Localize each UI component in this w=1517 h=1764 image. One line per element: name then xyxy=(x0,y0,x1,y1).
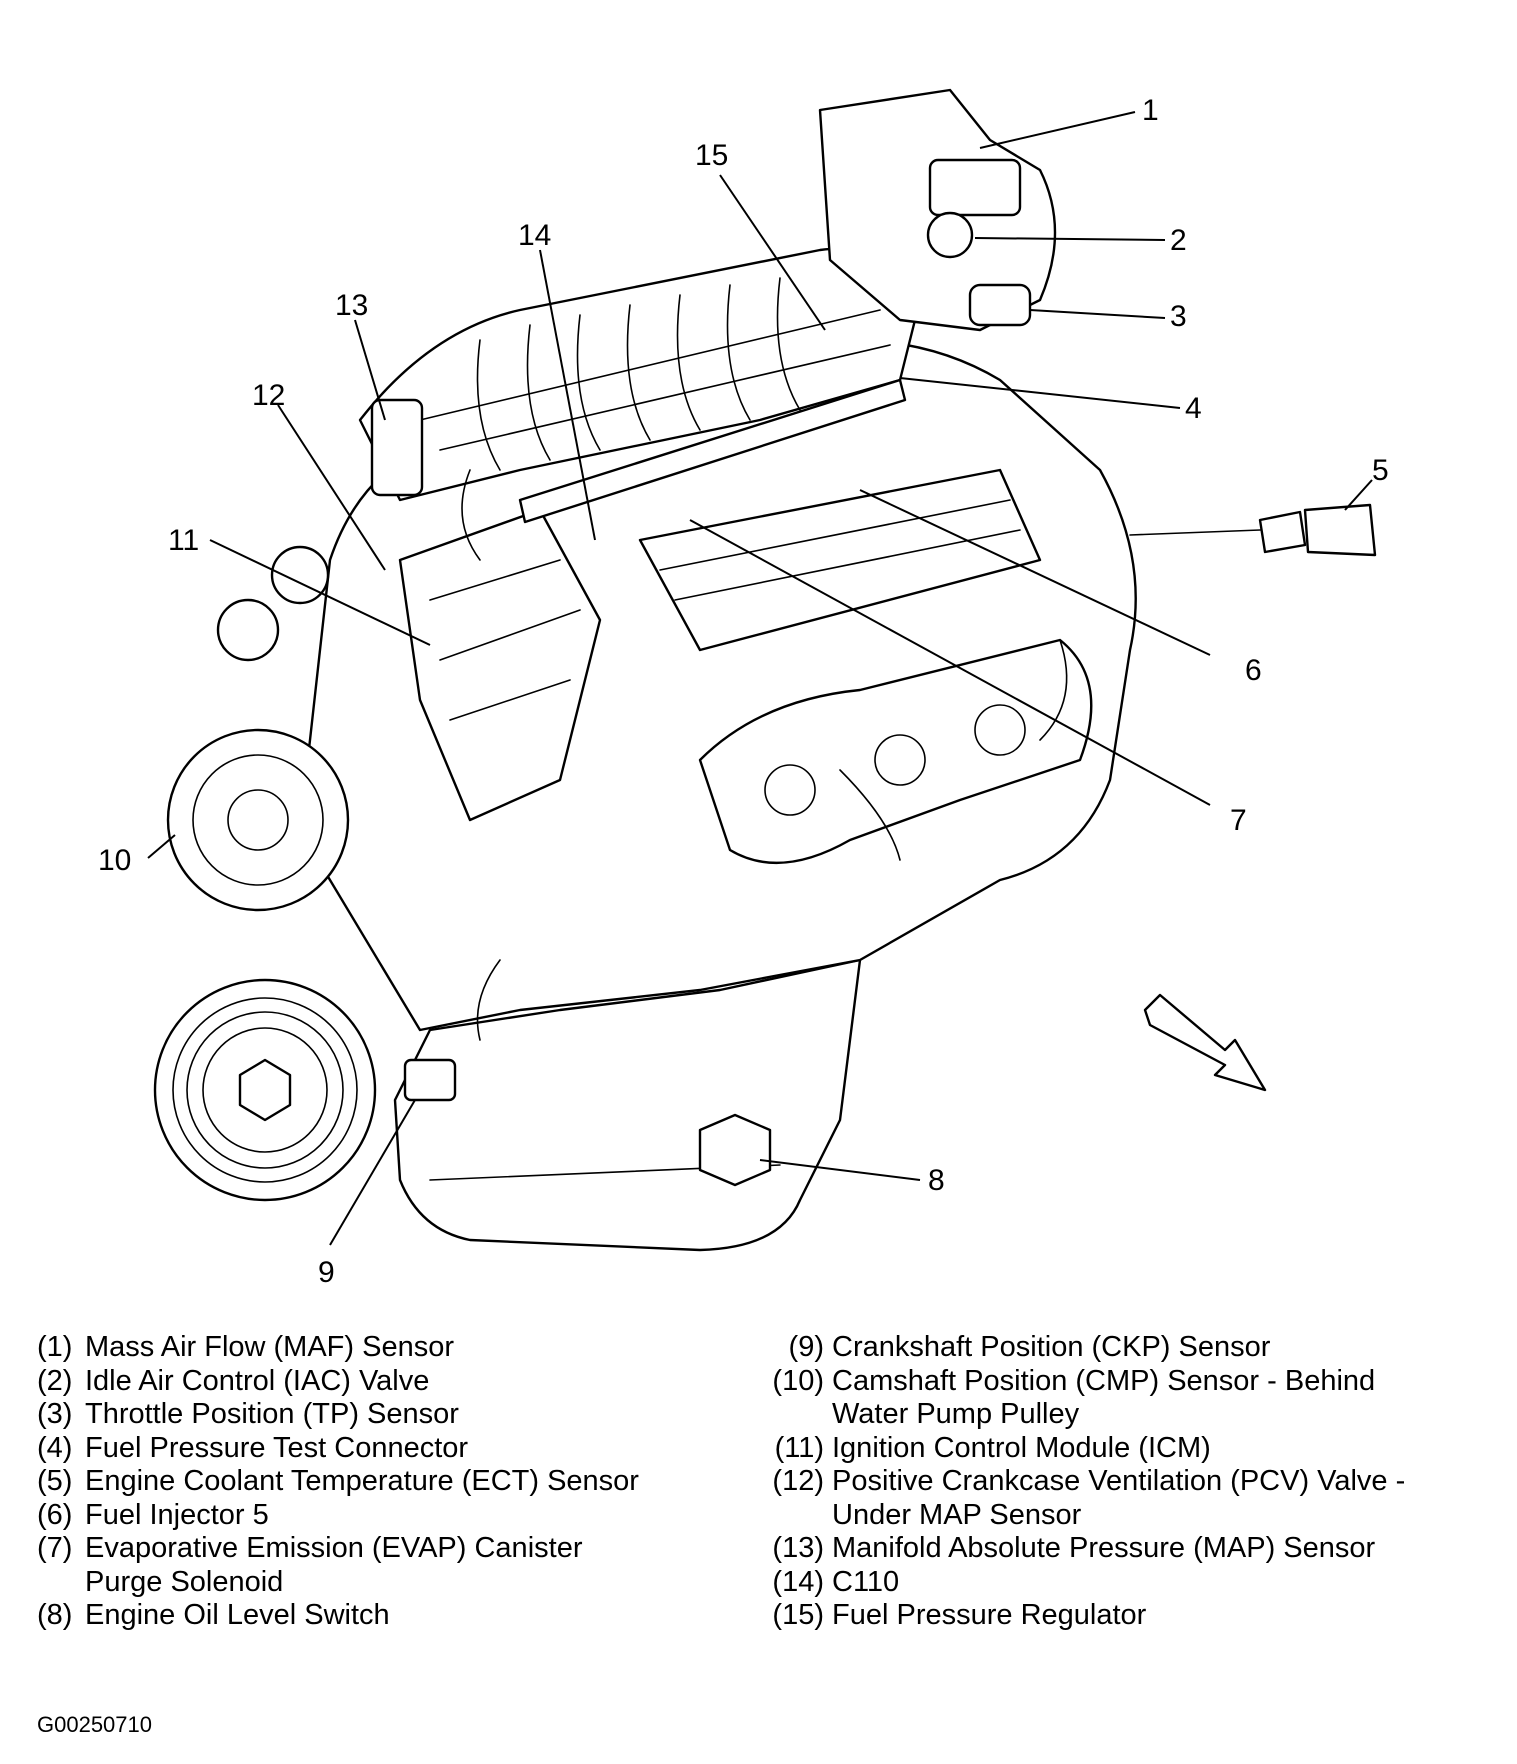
legend-item: (14)C110 xyxy=(772,1565,900,1598)
callout-13: 13 xyxy=(335,289,368,322)
callout-9: 9 xyxy=(318,1256,335,1289)
legend-item-continuation: Purge Solenoid xyxy=(85,1565,284,1598)
legend-item: (6)Fuel Injector 5 xyxy=(37,1498,269,1531)
legend-item: (3)Throttle Position (TP) Sensor xyxy=(37,1398,459,1430)
callout-7: 7 xyxy=(1230,804,1247,837)
callout-2: 2 xyxy=(1170,224,1187,257)
legend-item: (2)Idle Air Control (IAC) Valve xyxy=(37,1364,430,1397)
callout-6: 6 xyxy=(1245,654,1262,687)
legend-item: (4)Fuel Pressure Test Connector xyxy=(37,1431,469,1464)
callout-12: 12 xyxy=(252,379,285,412)
callout-10: 10 xyxy=(98,844,131,877)
legend-item: (9)Crankshaft Position (CKP) Sensor xyxy=(788,1331,1271,1363)
legend-item: (8)Engine Oil Level Switch xyxy=(37,1599,390,1631)
legend-item: (13)Manifold Absolute Pressure (MAP) Sen… xyxy=(772,1532,1376,1564)
legend-item-continuation: Under MAP Sensor xyxy=(832,1498,1082,1531)
leader-lines xyxy=(147,111,1373,1246)
legend-item: (1)Mass Air Flow (MAF) Sensor xyxy=(37,1331,454,1363)
legend-item-continuation: Water Pump Pulley xyxy=(832,1398,1080,1430)
callout-15: 15 xyxy=(695,139,728,172)
legend-item: (10)Camshaft Position (CMP) Sensor - Beh… xyxy=(772,1364,1376,1397)
callout-8: 8 xyxy=(928,1164,945,1197)
callout-1: 1 xyxy=(1142,94,1159,127)
legend-item: (11)Ignition Control Module (ICM) xyxy=(774,1431,1211,1464)
legend-item: (7)Evaporative Emission (EVAP) Canister xyxy=(37,1532,583,1564)
legend-right-column: (9)Crankshaft Position (CKP) Sensor (10)… xyxy=(756,1331,1405,1633)
callout-4: 4 xyxy=(1185,392,1202,425)
legend-item: (15)Fuel Pressure Regulator xyxy=(772,1599,1147,1631)
callout-11: 11 xyxy=(168,524,199,557)
legend-left-column: (1)Mass Air Flow (MAF) Sensor (2)Idle Ai… xyxy=(37,1331,639,1633)
legend-item: (12)Positive Crankcase Ventilation (PCV)… xyxy=(772,1465,1406,1497)
callout-14: 14 xyxy=(518,219,551,252)
figure-id: G00250710 xyxy=(37,1712,152,1737)
callout-5: 5 xyxy=(1372,454,1389,487)
callout-3: 3 xyxy=(1170,300,1187,333)
engine-diagram: 1 2 3 4 5 6 7 8 9 10 11 12 13 14 15 xyxy=(98,88,1389,1289)
engine-illustration xyxy=(153,88,1377,1252)
callout-numbers: 1 2 3 4 5 6 7 8 9 10 11 12 13 14 15 xyxy=(98,94,1389,1289)
legend-item: (5)Engine Coolant Temperature (ECT) Sens… xyxy=(37,1465,639,1497)
